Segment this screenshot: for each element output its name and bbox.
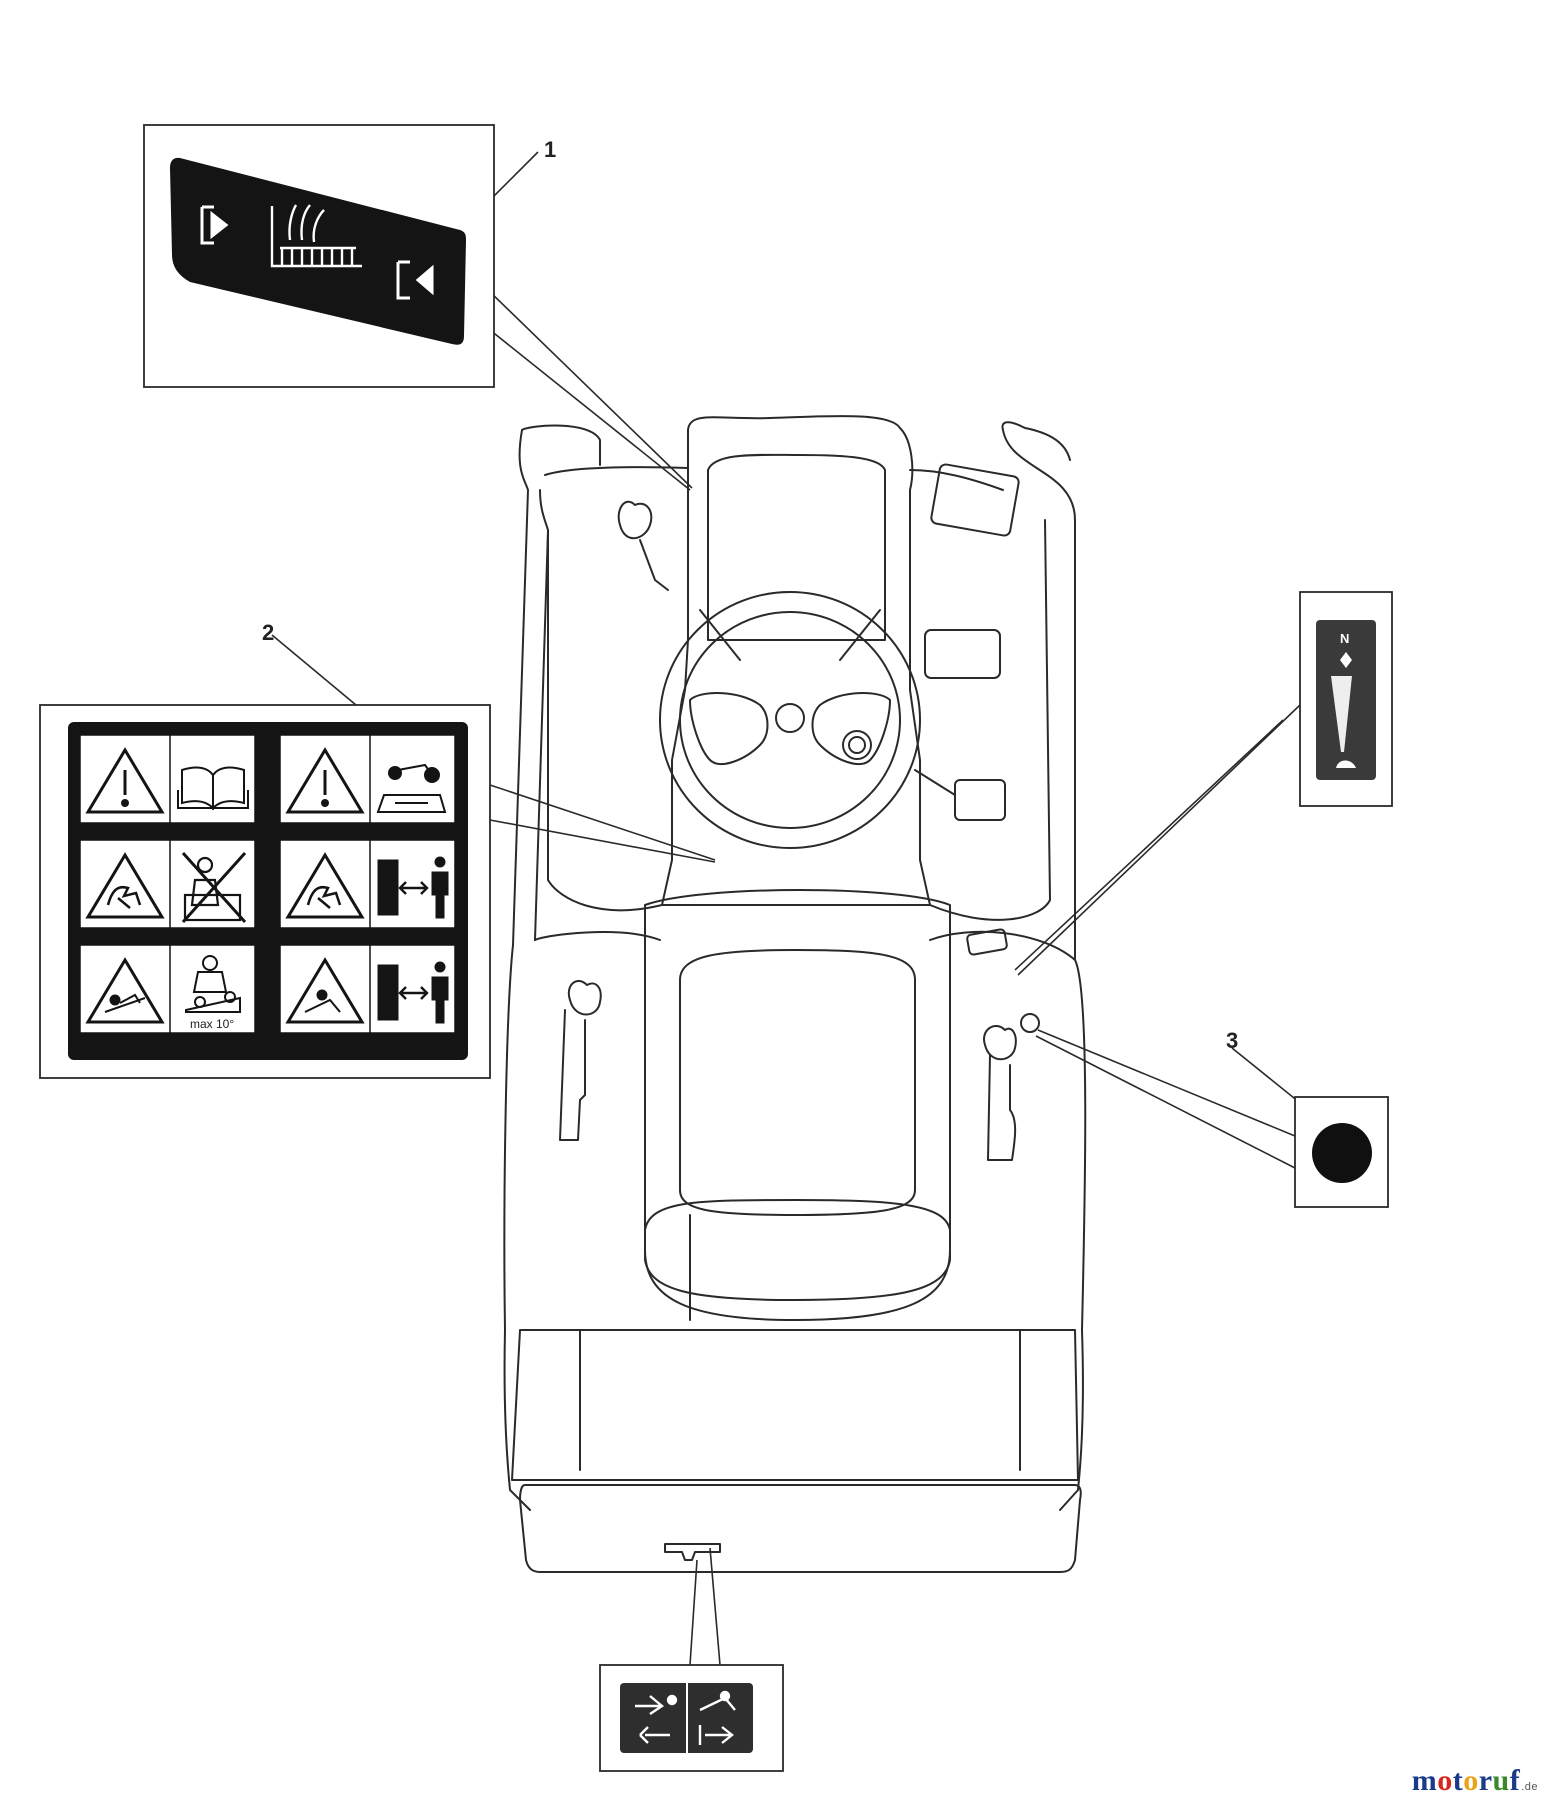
tractor [503,415,1087,1573]
decal-1-box [143,124,495,388]
pedal-top [930,463,1020,537]
keep-distance-icon [377,856,449,919]
no-passenger-icon [181,851,247,924]
leader-lines [271,151,1326,1666]
choke-icon [1340,652,1352,668]
fuel-cap [842,730,872,760]
leader-throttle-b [1017,704,1301,976]
seat-back-panel [679,949,916,1216]
seat-outline [644,889,951,1321]
leader-2-a [489,784,716,861]
brand-char: u [1492,1764,1510,1797]
dash-right-line [929,519,1051,921]
steering-spoke-right [811,692,891,765]
brand-char: f [1509,1764,1521,1797]
leader-3-a [1037,1029,1296,1137]
brand-suffix: .de [1521,1781,1538,1793]
pedal-lower-arm [914,769,956,796]
max-slope-icon [185,955,241,1013]
leader-hitch-b [709,1547,721,1666]
rear-right-lever-slot [987,1054,1017,1161]
brand-char: m [1411,1764,1438,1797]
leader-2-b [489,819,716,863]
brand-char: o [1463,1764,1479,1797]
body-right-outline [1002,429,1087,1511]
callout-number-2: 2 [262,620,274,645]
hood-side-right [909,469,1004,491]
pedal-lower [954,779,1006,821]
left-fender-top [521,424,601,466]
hitch-right-icon [698,1690,736,1745]
rear-bumper [519,1484,1082,1573]
rear-right-fender [929,930,1076,961]
brand-char: o [1437,1764,1453,1797]
right-fender-top [1001,421,1071,461]
motoruf-logo: motoruf.de [1412,1764,1538,1798]
hitch-left-icon [635,1694,678,1744]
seat-front-cushion [644,1199,951,1301]
decal-3-box [1294,1096,1389,1208]
black-dot-icon [1312,1123,1372,1183]
rear-deck-outline [511,1329,1079,1481]
leader-1-a [487,289,693,489]
throttle-letter: N [1340,631,1349,646]
rotating-blade-icon-2 [285,852,365,919]
dash-left-line [547,529,663,912]
callout-numbers: 1 2 3 [262,137,1238,1053]
tip-over-icon [285,957,365,1024]
brand-char: t [1452,1764,1464,1797]
manual-icon [177,766,249,811]
slope-warning-icon [85,957,165,1024]
steering-wheel-inner [679,611,901,829]
pedal-middle [924,629,1001,679]
warning-icon-2 [285,747,365,814]
rear-right-knob-small [1020,1013,1040,1033]
brand-char: r [1478,1764,1493,1797]
rear-left-lever-slot [559,1009,586,1141]
slow-turtle-icon [1336,760,1356,768]
decal-2-box: max 10° [39,704,491,1079]
front-left-lever [617,500,653,540]
leader-hitch-a [689,1559,698,1666]
leader-1-b [489,329,691,491]
dash-lines [699,609,881,661]
warning-icon [85,747,165,814]
hood-side-left [544,466,689,476]
max-slope-text: max 10° [190,1017,234,1031]
leader-2-label [271,634,357,706]
arrow-right-icon [200,205,229,245]
decal-1-label [170,157,466,345]
fuel-cap-inner [848,736,866,754]
ignition-panel [966,928,1008,956]
cutting-height-icon [270,204,362,268]
tow-hitch [664,1543,721,1561]
leader-3-b [1035,1035,1296,1169]
keep-distance-icon-2 [377,961,449,1024]
hood-inner-panel [707,453,886,641]
body-left-outline [503,429,531,1511]
mower-key-icon [376,763,447,813]
throttle-wedge-icon [1331,676,1352,752]
steering-hub [775,703,805,733]
leader-throttle-a [1014,719,1284,971]
arrow-left-icon [396,260,434,300]
body-left-inner [534,489,549,941]
rear-left-lever-knob [567,980,602,1016]
hood-outline [661,415,931,906]
steering-wheel-outer [659,591,921,849]
rotating-blade-icon [85,852,165,919]
front-left-lever-shaft [639,539,669,591]
callout-number-1: 1 [544,137,556,162]
rear-right-lever-knob [983,1025,1017,1061]
callout-number-3: 3 [1226,1028,1238,1053]
decal-hitch-box [599,1664,784,1772]
decal-throttle-box: N [1299,591,1393,807]
rear-left-fender [534,931,661,941]
steering-spoke-left [689,692,769,765]
